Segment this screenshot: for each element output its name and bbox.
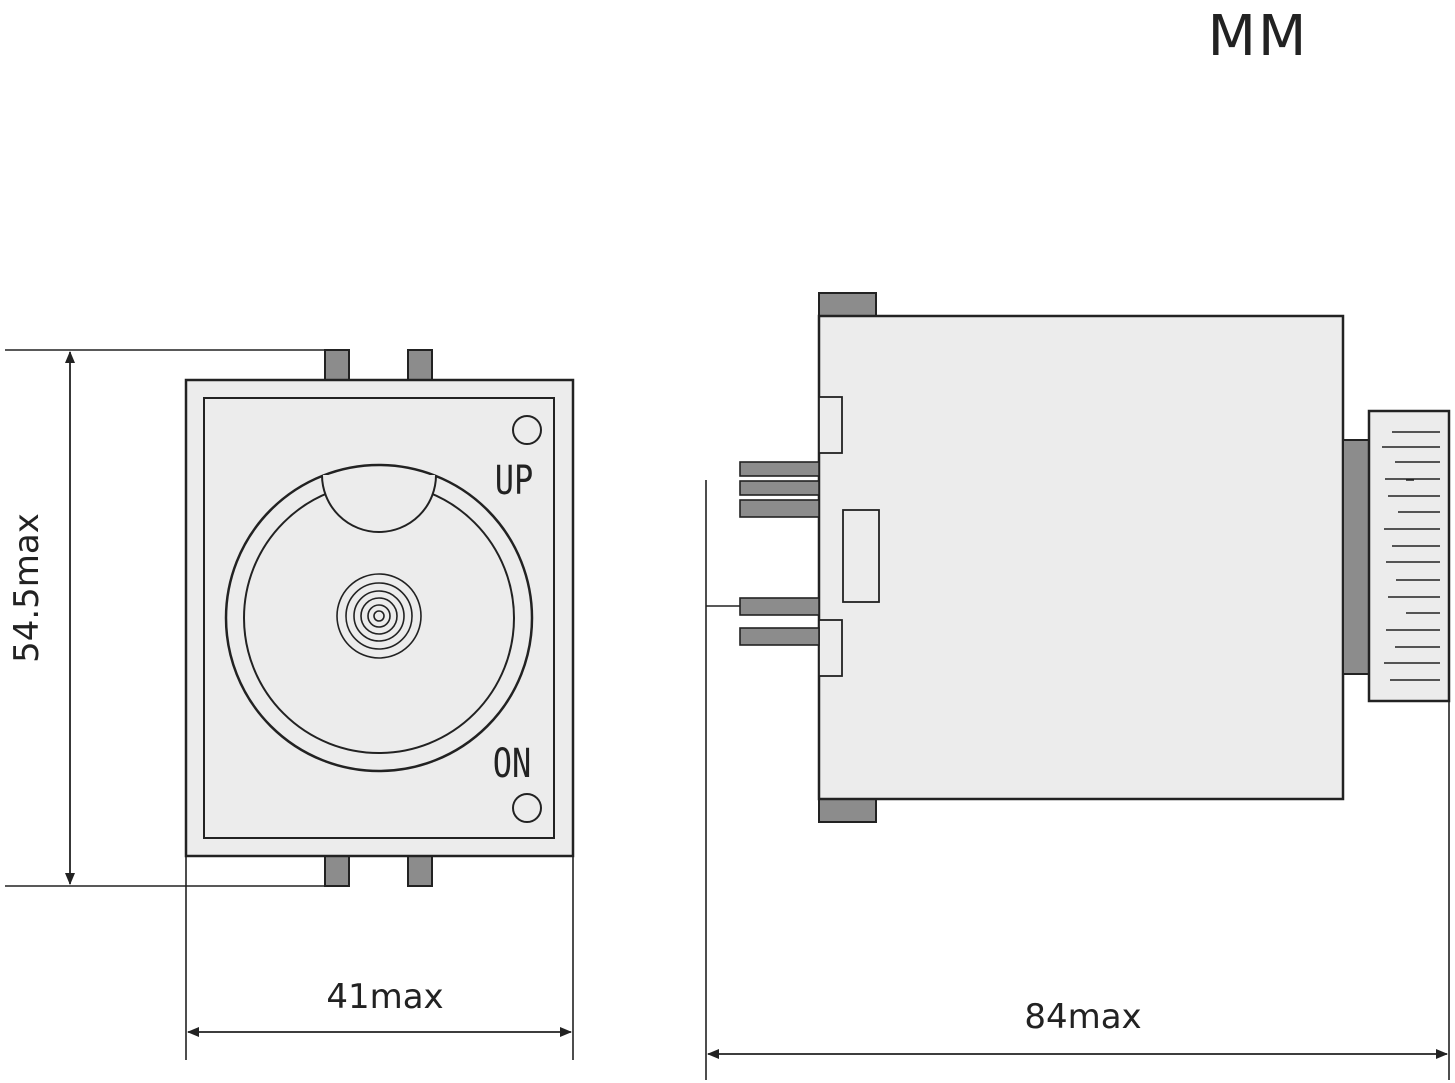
top-pin-right [407, 349, 433, 381]
side-latch-bottom [818, 619, 843, 677]
bottom-pin-left [324, 855, 350, 887]
up-indicator-icon [512, 415, 542, 445]
on-label: ON [493, 739, 532, 786]
length-dimension-label: 84max [1024, 997, 1141, 1037]
side-latch-top [818, 396, 843, 454]
height-dimension-label: 54.5max [7, 513, 47, 663]
terminal-2 [739, 480, 820, 496]
dial-pointer-window [321, 474, 437, 533]
side-housing [817, 314, 1345, 801]
knob-knurl-lines [1382, 431, 1440, 681]
on-indicator-icon [512, 793, 542, 823]
terminal-3 [739, 499, 820, 518]
side-top-clip [818, 292, 877, 319]
unit-label: MM [1208, 4, 1309, 69]
front-view: UP ON 54.5max 41max [5, 349, 575, 1060]
side-label-window [842, 509, 880, 603]
up-label: UP [495, 456, 534, 503]
terminal-4 [739, 597, 820, 616]
terminal-5 [739, 627, 820, 646]
width-dimension-label: 41max [326, 977, 443, 1017]
top-pin-left [324, 349, 350, 381]
terminal-1 [739, 461, 820, 477]
side-view: 84max [705, 292, 1451, 1080]
knob-neck [1342, 439, 1372, 675]
side-bottom-clip [818, 796, 877, 823]
bottom-pin-right [407, 855, 433, 887]
knurled-knob [1367, 409, 1451, 703]
dial-knob-icon [336, 573, 422, 659]
